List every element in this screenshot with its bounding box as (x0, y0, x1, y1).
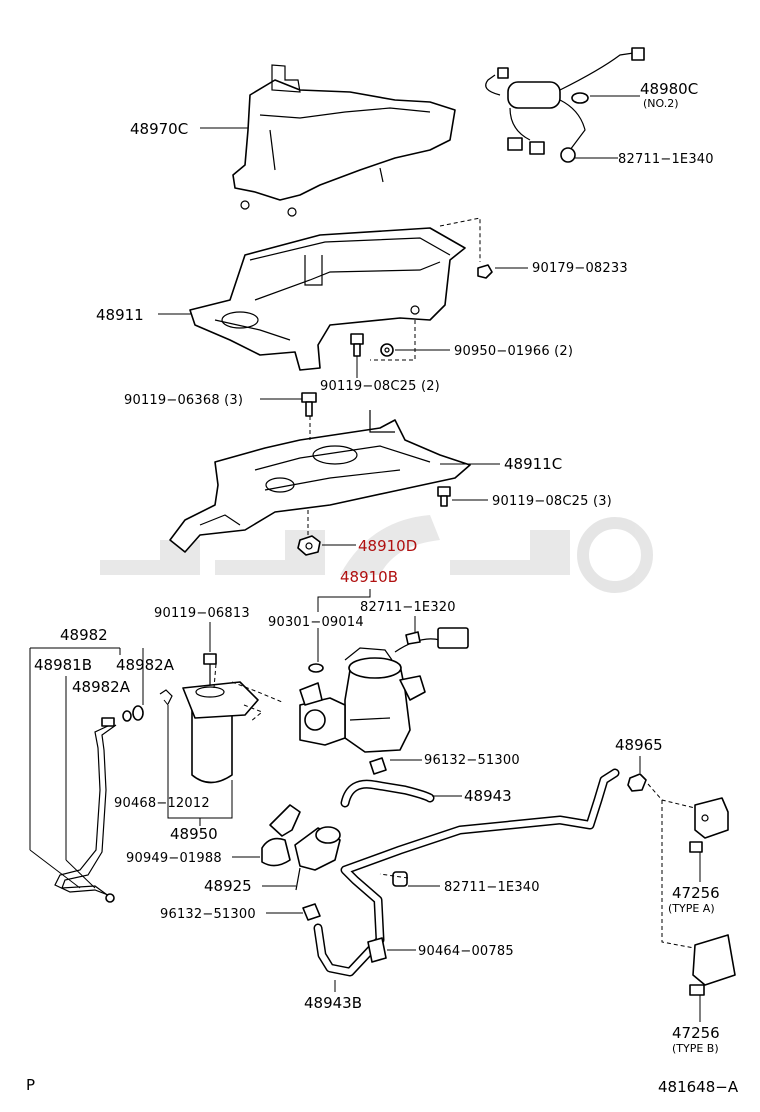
label-48910D: 48910D (358, 537, 417, 555)
part-labels: 48970C 48980C (NO.2) 82711−1E340 90179−0… (26, 80, 739, 1096)
clip-82711-1E340-bottom[interactable] (392, 871, 408, 887)
clamp-96132-b[interactable] (302, 903, 321, 921)
filter-48950[interactable] (159, 653, 259, 784)
vacuum-line-48982[interactable] (54, 705, 144, 903)
label-48943: 48943 (464, 787, 512, 805)
label-48980C-sub: (NO.2) (643, 97, 679, 110)
label-48982A-a: 48982A (116, 656, 175, 674)
label-90301: 90301−09014 (268, 615, 364, 630)
label-90949: 90949−01988 (126, 851, 222, 866)
label-48970C: 48970C (130, 120, 188, 138)
label-48981B: 48981B (34, 656, 92, 674)
label-47256-a: 47256 (672, 884, 720, 902)
label-48911C: 48911C (504, 455, 562, 473)
label-90119-06368: 90119−06368 (3) (124, 393, 243, 408)
fitting-48965[interactable] (627, 773, 647, 792)
label-90468: 90468−12012 (114, 796, 210, 811)
label-90119-08C25-a: 90119−08C25 (2) (320, 379, 440, 394)
filter-48925[interactable] (294, 826, 341, 891)
footer-left: P (26, 1076, 35, 1094)
label-96132-b: 96132−51300 (160, 907, 256, 922)
nut-90179[interactable] (477, 264, 493, 279)
label-96132-a: 96132−51300 (424, 753, 520, 768)
leader-lines (29, 95, 701, 1022)
bracket-47256-type-b[interactable] (689, 934, 736, 996)
label-48925: 48925 (204, 877, 252, 895)
label-48950: 48950 (170, 825, 218, 843)
bracket-47256-type-a[interactable] (689, 797, 729, 853)
bolt-90119-08C25-b[interactable] (437, 486, 451, 507)
actuator-48910B[interactable] (299, 627, 469, 753)
hose-48943[interactable] (340, 779, 435, 808)
label-82711-1E340-bottom: 82711−1E340 (444, 880, 540, 895)
label-90119-08C25-b: 90119−08C25 (3) (492, 494, 612, 509)
label-47256-b: 47256 (672, 1024, 720, 1042)
bolt-90119-08C25-a[interactable] (350, 333, 364, 357)
label-48910B: 48910B (340, 568, 398, 586)
console-cover-48970C[interactable] (232, 64, 456, 217)
label-90119-06813: 90119−06813 (154, 606, 250, 621)
bracket-90949[interactable] (261, 804, 301, 867)
label-48982: 48982 (60, 626, 108, 644)
label-48965: 48965 (615, 736, 663, 754)
label-48911: 48911 (96, 306, 144, 324)
footer-diagram-number: 481648−A (658, 1078, 739, 1096)
label-48982A-b: 48982A (72, 678, 131, 696)
hose-48943B[interactable] (313, 768, 620, 977)
label-82711-1E320: 82711−1E320 (360, 600, 456, 615)
clamp-96132-a[interactable] (369, 757, 387, 775)
bracket-48911C[interactable] (169, 410, 471, 553)
washer-90950[interactable] (380, 343, 394, 357)
oring-90301[interactable] (308, 663, 324, 673)
label-48943B: 48943B (304, 994, 362, 1012)
watermark-logo (100, 515, 653, 593)
bracket-48911[interactable] (189, 227, 466, 371)
label-90179: 90179−08233 (532, 261, 628, 276)
clip-90464[interactable] (367, 937, 387, 963)
label-48980C: 48980C (640, 80, 698, 98)
wire-harness-48980C[interactable] (485, 47, 645, 163)
label-90464: 90464−00785 (418, 944, 514, 959)
clip-82711-1E320[interactable] (405, 631, 421, 645)
label-90950: 90950−01966 (2) (454, 344, 573, 359)
nut-48910D[interactable] (297, 535, 321, 556)
bolt-90119-06368[interactable] (301, 392, 317, 417)
label-82711-1E340-top: 82711−1E340 (618, 152, 714, 167)
label-47256-b-sub: (TYPE B) (672, 1042, 719, 1055)
label-47256-a-sub: (TYPE A) (668, 902, 715, 915)
